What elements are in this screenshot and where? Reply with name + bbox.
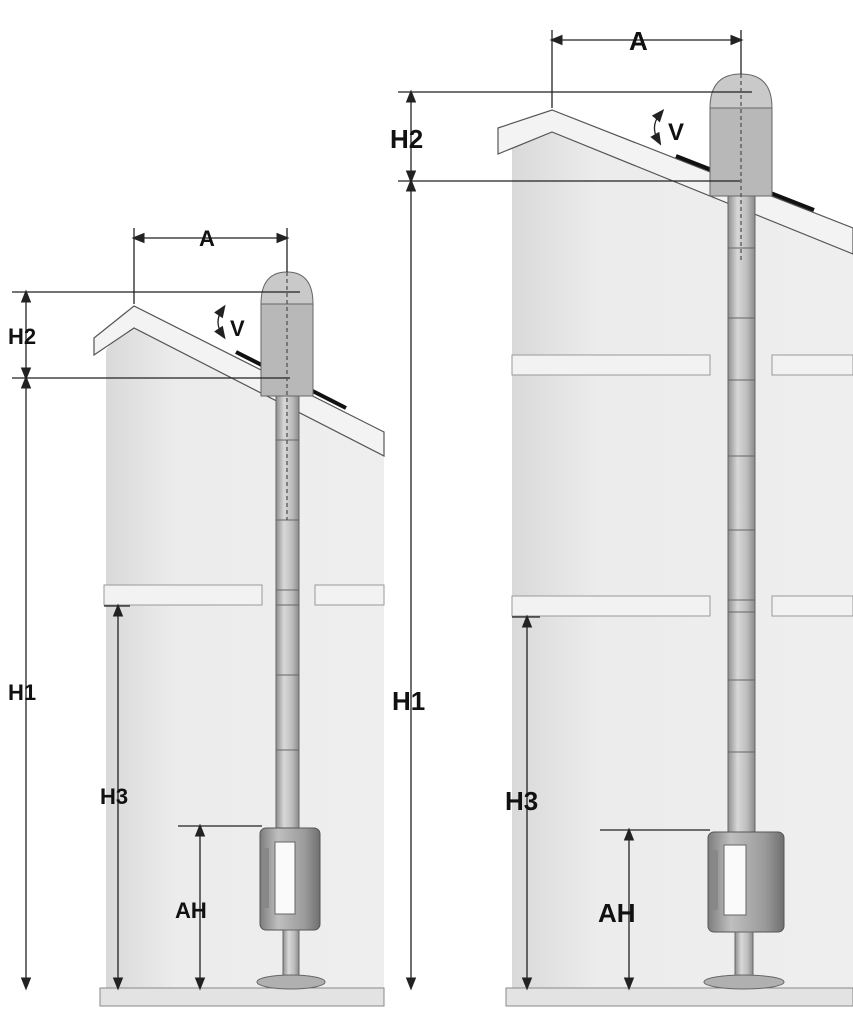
left-label-v: V	[230, 316, 245, 341]
left-roof	[93, 305, 385, 457]
right-flue-pipe	[727, 195, 756, 833]
left-diagram: A H2 V H1 H3 AH	[8, 226, 385, 1007]
right-label-h1: H1	[392, 686, 425, 716]
left-label-h1: H1	[8, 680, 36, 705]
left-stove-base	[256, 974, 326, 990]
right-floor-slab-upper-1	[511, 354, 711, 376]
right-floor-slab-upper-2	[771, 354, 853, 376]
left-floor-slab-2	[314, 584, 385, 606]
right-stove-window	[723, 844, 747, 916]
right-label-h3: H3	[505, 786, 538, 816]
right-stove-base	[703, 974, 785, 990]
right-stove-pedestal	[734, 931, 754, 979]
right-floor-slab-lower-2	[771, 595, 853, 617]
left-floor-slab-1	[103, 584, 263, 606]
right-label-ah: AH	[598, 898, 636, 928]
left-house-wall	[106, 310, 384, 990]
right-label-a: A	[629, 26, 648, 56]
left-label-a: A	[199, 226, 215, 251]
left-stove-window	[274, 841, 296, 915]
right-ground	[505, 987, 853, 1007]
left-label-h3: H3	[100, 784, 128, 809]
left-ground	[99, 987, 385, 1007]
right-label-h2: H2	[390, 124, 423, 154]
right-pipe-joints	[728, 247, 755, 753]
left-dim-v-arc	[214, 304, 226, 340]
right-stove-handle	[712, 850, 718, 910]
right-diagram: A H2 V H1 H3 AH	[390, 26, 853, 1007]
left-stove-handle	[264, 848, 269, 908]
right-roof	[497, 109, 853, 255]
right-dim-v-arc	[650, 109, 665, 146]
left-label-ah: AH	[175, 898, 207, 923]
right-label-v: V	[668, 119, 684, 146]
left-stove-pedestal	[282, 929, 300, 979]
right-house-wall	[512, 112, 853, 990]
right-floor-slab-lower-1	[511, 595, 711, 617]
left-label-h2: H2	[8, 324, 36, 349]
left-flue-pipe	[275, 395, 300, 829]
